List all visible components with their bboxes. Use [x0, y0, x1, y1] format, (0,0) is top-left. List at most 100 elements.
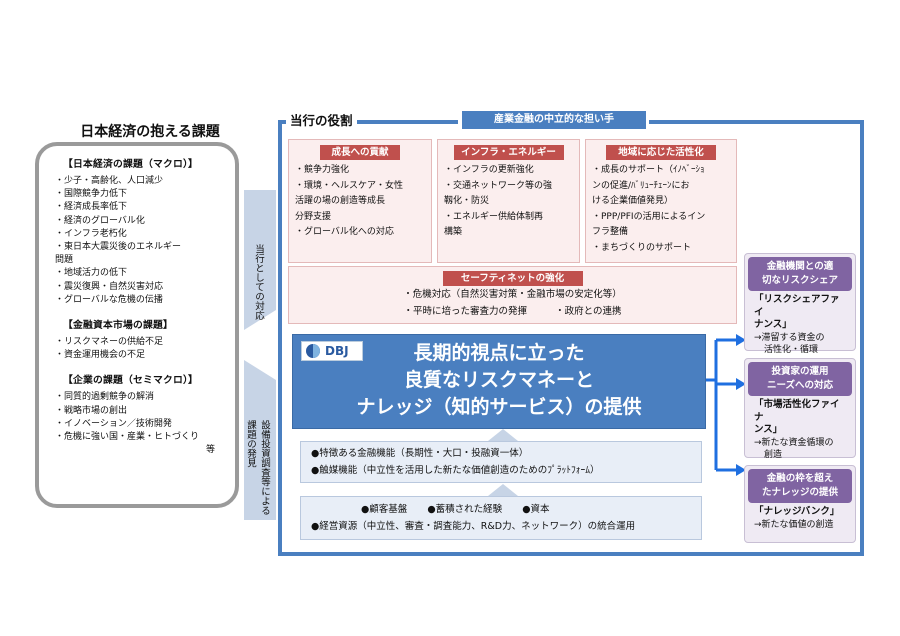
arrow-left-shape: [244, 190, 276, 330]
box-heading: 投資家の運用 ニーズへの対応: [748, 362, 852, 396]
infrastructure-box: インフラ・エネルギー ・インフラの更新強化 ・交通ネットワーク等の強 靱化・防災…: [437, 139, 580, 263]
list-item: ・リスクマネーの供給不足: [55, 337, 164, 348]
resource-experience: ●蓄積された経験: [427, 504, 503, 515]
list-item: 靱化・防災: [444, 196, 490, 206]
heading-line: 金融の枠を超え: [766, 473, 834, 484]
list-item: ・PPP/PFIの活用によるイン: [592, 211, 706, 222]
safety-net-box: セーフティネットの強化 ・危機対応（自然災害対策・金融市場の安定化等） ・平時に…: [288, 266, 737, 324]
list-item: ・成長のサポート（ｲﾉﾍﾞｰｼｮ: [592, 165, 705, 175]
list-item: ・インフラの更新強化: [444, 165, 534, 175]
box-heading: セーフティネットの強化: [442, 271, 583, 286]
dbj-logo: DBJ: [301, 341, 363, 361]
resources-box: ●顧客基盤 ●蓄積された経験 ●資本 ●経営資源（中立性、審査・調査能力、R&D…: [300, 496, 702, 540]
dbj-line-1: 長期的視点に立った: [413, 342, 585, 364]
list-item: ・震災復興・自然災害対応: [55, 281, 164, 292]
issues-section-macro: 【日本経済の課題（マクロ）】 ・少子・高齢化、人口減少 ・国際競争力低下 ・経済…: [55, 156, 223, 307]
dbj-logo-text: DBJ: [325, 344, 349, 358]
list-item: ける企業価値発見）: [592, 196, 674, 206]
box-heading: 地域に応じた活性化: [606, 145, 716, 160]
heading-line: 切なリスクシェア: [761, 275, 838, 286]
survey-label: 設備投資調査等による: [259, 420, 270, 515]
issues-section-corporate: 【企業の課題（セミマクロ）】 ・同質的過剰競争の解消 ・戦略市場の創出 ・イノベ…: [55, 372, 223, 457]
safety-line-2a: ・平時に培った審査力の発揮: [403, 306, 528, 317]
heading-line: 投資家の運用: [771, 366, 829, 377]
list-item: ・グローバルな危機の伝播: [55, 294, 163, 305]
list-item: ・戦略市場の創出: [55, 405, 128, 416]
heading-line: たナレッジの提供: [761, 487, 838, 498]
arrow-right-shape: [244, 360, 276, 520]
heading-line: ニーズへの対応: [766, 380, 834, 391]
box-heading: インフラ・エネルギー: [453, 145, 564, 160]
section-heading: 【企業の課題（セミマクロ）】: [63, 375, 199, 387]
discovery-label: 課題の発見: [245, 420, 256, 468]
risk-share-box: 金融機関との適 切なリスクシェア 「リスクシェアファイ ナンス」 →滞留する資金…: [744, 253, 856, 355]
response-label: 当行としての対応: [253, 244, 264, 320]
section-heading: 【日本経済の課題（マクロ）】: [63, 159, 199, 170]
dbj-emblem-icon: [306, 344, 320, 358]
sub-line: 創造: [764, 450, 783, 460]
left-panel-title: 日本経済の抱える課題: [80, 124, 220, 140]
issues-section-capital-market: 【金融資本市場の課題】 ・リスクマネーの供給不足 ・資金運用機会の不足: [55, 317, 223, 362]
etc-label: 等: [205, 445, 215, 456]
up-arrow-base: [488, 484, 518, 496]
function-line-1: ●特徴ある金融機能（長期性・大口・投融資一体）: [311, 448, 529, 459]
list-item: ・競争力強化: [295, 165, 350, 175]
resource-customers: ●顧客基盤: [361, 504, 408, 515]
list-item: ・イノベーション／技術開発: [55, 418, 172, 429]
list-item: 分野支援: [295, 211, 332, 222]
list-item: ・国際競争力低下: [55, 189, 128, 200]
list-item: ・少子・高齢化、人口減少: [55, 176, 164, 186]
list-item: ・まちづくりのサポート: [592, 242, 692, 253]
emphasis-line: ンス」: [754, 424, 783, 435]
safety-line-1: ・危機対応（自然災害対策・金融市場の安定化等）: [403, 289, 622, 300]
up-arrow-functions: [488, 429, 518, 441]
list-item: ・グローバル化への対応: [295, 227, 394, 237]
safety-line-2b: ・政府との連携: [555, 306, 622, 317]
resource-line-2: ●経営資源（中立性、審査・調査能力、R&D力、ネットワーク）の統合運用: [311, 521, 636, 532]
list-item: ・同質的過剰競争の解消: [55, 392, 155, 403]
list-item: ・地域活力の低下: [55, 268, 128, 279]
list-item: ・東日本大震災後のエネルギー: [55, 242, 182, 253]
function-line-2: ●触媒機能（中立性を活用した新たな価値創造のためのﾌﾟﾗｯﾄﾌｫｰﾑ）: [311, 465, 600, 476]
sub-line: →新たな資金循環の: [754, 437, 834, 448]
list-item: ・インフラ老朽化: [55, 228, 127, 239]
dbj-line-3: ナレッジ（知的サービス）の提供: [356, 396, 642, 418]
list-item: 活躍の場の創造等成長: [295, 196, 386, 206]
list-item: フラ整備: [592, 227, 629, 237]
sub-line: →滞留する資金の: [754, 332, 825, 343]
section-heading: 【金融資本市場の課題】: [63, 320, 173, 332]
connector-arrows: [244, 190, 276, 520]
regional-box: 地域に応じた活性化 ・成長のサポート（ｲﾉﾍﾞｰｼｮ ンの促進/ﾊﾞﾘｭｰﾁｪｰ…: [585, 139, 737, 263]
list-item: ・危機に強い国・産業・ヒトづくり: [55, 432, 200, 443]
heading-line: 金融機関との適: [766, 261, 834, 272]
emphasis-line: 「リスクシェアファイ: [754, 294, 840, 318]
list-item: 問題: [55, 255, 74, 266]
list-item: ンの促進/ﾊﾞﾘｭｰﾁｪｰﾝにお: [592, 180, 690, 191]
list-item: ・経済成長率低下: [55, 202, 128, 213]
box-heading: 金融機関との適 切なリスクシェア: [748, 257, 852, 291]
dbj-mission-box: DBJ 長期的視点に立った 良質なリスクマネーと ナレッジ（知的サービス）の提供: [292, 334, 706, 429]
list-item: ・エネルギー供給体制再: [444, 211, 544, 222]
issues-panel: 【日本経済の課題（マクロ）】 ・少子・高齢化、人口減少 ・国際競争力低下 ・経済…: [35, 142, 239, 508]
growth-box: 成長への貢献 ・競争力強化 ・環境・ヘルスケア・女性 活躍の場の創造等成長 分野…: [288, 139, 432, 263]
box-heading: 成長への貢献: [320, 145, 400, 160]
emphasis-line: 「ナレッジバンク」: [754, 506, 840, 517]
resource-capital: ●資本: [522, 504, 550, 515]
knowledge-box: 金融の枠を超え たナレッジの提供 「ナレッジバンク」 →新たな価値の創造: [744, 465, 856, 543]
main-frame: [278, 120, 864, 556]
list-item: ・資金運用機会の不足: [55, 350, 146, 361]
list-item: ・環境・ヘルスケア・女性: [295, 180, 404, 191]
emphasis-line: 「市場活性化ファイナ: [754, 399, 840, 423]
list-item: ・交通ネットワーク等の強: [444, 180, 553, 191]
market-box: 投資家の運用 ニーズへの対応 「市場活性化ファイナ ンス」 →新たな資金循環の …: [744, 358, 856, 460]
output-arrows: [706, 334, 746, 476]
sub-line: 活性化・循環: [764, 345, 819, 355]
dbj-line-2: 良質なリスクマネーと: [403, 369, 594, 391]
sub-line: →新たな価値の創造: [754, 519, 834, 530]
functions-box: ●特徴ある金融機能（長期性・大口・投融資一体） ●触媒機能（中立性を活用した新た…: [300, 441, 702, 483]
role-title: 当行の役割: [286, 110, 357, 129]
role-badge: 産業金融の中立的な担い手: [462, 111, 646, 129]
emphasis-line: ナンス」: [754, 319, 792, 330]
list-item: 構築: [444, 227, 463, 237]
list-item: ・経済のグローバル化: [55, 215, 145, 226]
